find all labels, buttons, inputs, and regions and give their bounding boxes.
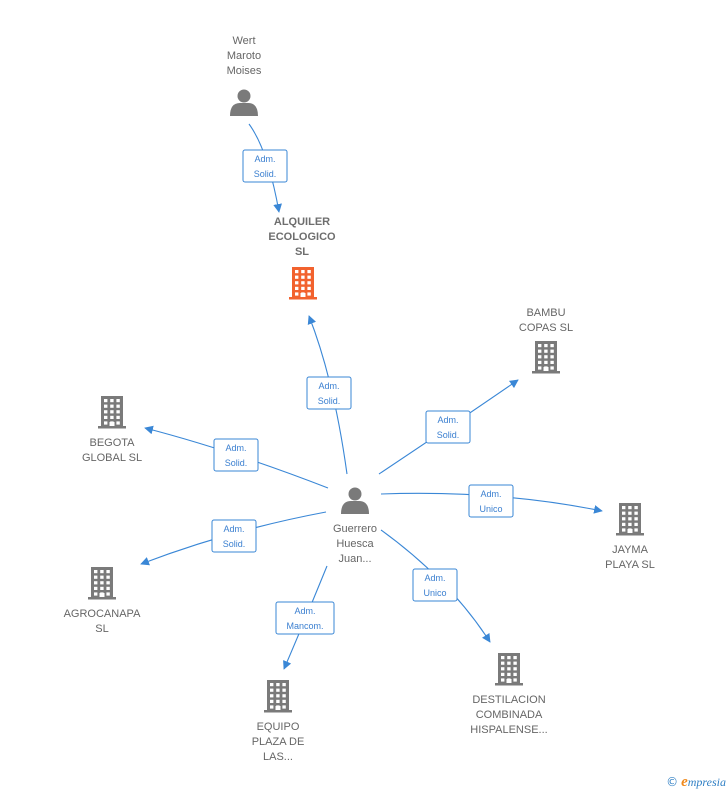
node-alquiler[interactable]: ALQUILER ECOLOGICO SL: [268, 216, 336, 300]
node-destilacion[interactable]: DESTILACION COMBINADA HISPALENSE...: [470, 653, 548, 736]
edge-label-guerrero-to-equipo[interactable]: Adm. Mancom.: [275, 601, 335, 635]
copyright-symbol: ©: [666, 775, 679, 789]
node-label-line: JAYMA: [612, 544, 649, 556]
building-icon: [616, 503, 644, 536]
node-label-line: BAMBU: [526, 307, 565, 319]
node-label-line: EQUIPO: [257, 721, 300, 733]
node-label-line: COPAS SL: [519, 322, 573, 334]
edge-label-box: [425, 410, 471, 444]
edge-label-line: Mancom.: [286, 621, 323, 631]
edge-label-wert-to-alquiler[interactable]: Adm. Solid.: [242, 149, 288, 183]
node-label-line: BEGOTA: [89, 437, 135, 449]
building-icon: [532, 341, 560, 374]
edge-label-guerrero-to-begota[interactable]: Adm. Solid.: [213, 438, 259, 472]
person-icon: [341, 487, 369, 514]
footer-brand[interactable]: ©empresia: [666, 774, 726, 791]
node-agrocanapa[interactable]: AGROCANAPA SL: [64, 567, 141, 635]
edge-label-line: Solid.: [254, 169, 277, 179]
brand-initial: e: [681, 774, 688, 790]
node-label-line: SL: [295, 246, 309, 258]
building-icon: [98, 396, 126, 429]
edge-label-guerrero-to-alquiler[interactable]: Adm. Solid.: [306, 376, 352, 410]
edge-label-guerrero-to-bambu[interactable]: Adm. Solid.: [425, 410, 471, 444]
node-label-line: PLAYA SL: [605, 559, 655, 571]
edge-label-guerrero-to-jayma[interactable]: Adm. Unico: [468, 484, 514, 518]
edge-label-line: Solid.: [318, 396, 341, 406]
edge-label-line: Adm.: [225, 443, 246, 453]
edge-label-line: Adm.: [294, 606, 315, 616]
brand-name: mpresia: [687, 775, 726, 789]
node-label-line: LAS...: [263, 751, 293, 763]
edge-label-box: [275, 601, 335, 635]
node-begota[interactable]: BEGOTA GLOBAL SL: [82, 396, 142, 464]
edge-labels-layer: Adm. Solid. Adm. Solid. Adm. Solid. Adm. Solid.…: [211, 149, 514, 635]
node-label-line: GLOBAL SL: [82, 452, 142, 464]
node-label-line: Wert: [232, 35, 255, 47]
edge-label-box: [306, 376, 352, 410]
node-label-line: DESTILACION: [472, 694, 545, 706]
edge-label-guerrero-to-destilacion[interactable]: Adm. Unico: [412, 568, 458, 602]
edge-label-line: Solid.: [437, 430, 460, 440]
building-icon: [495, 653, 523, 686]
person-icon: [230, 89, 258, 116]
edge-label-line: Solid.: [225, 458, 248, 468]
edge-label-guerrero-to-agrocanapa[interactable]: Adm. Solid.: [211, 519, 257, 553]
node-label-line: ECOLOGICO: [268, 231, 336, 243]
edge-label-line: Unico: [479, 504, 502, 514]
edge-label-line: Adm.: [318, 381, 339, 391]
node-label-line: Juan...: [338, 553, 371, 565]
node-label-line: Huesca: [336, 538, 374, 550]
edge-label-line: Adm.: [223, 524, 244, 534]
node-label-line: Maroto: [227, 50, 261, 62]
node-label-line: ALQUILER: [274, 216, 330, 228]
node-guerrero[interactable]: GuerreroHuescaJuan...: [333, 487, 377, 566]
node-label-line: COMBINADA: [476, 709, 543, 721]
edge-label-box: [211, 519, 257, 553]
edge-label-line: Adm.: [437, 415, 458, 425]
edges-layer: [140, 123, 603, 670]
building-icon: [289, 267, 317, 300]
edge-label-line: Adm.: [254, 154, 275, 164]
node-label-line: Guerrero: [333, 523, 377, 535]
node-bambu[interactable]: BAMBU COPAS SL: [519, 307, 573, 374]
node-label-line: HISPALENSE...: [470, 724, 547, 736]
edge-label-line: Adm.: [480, 489, 501, 499]
edge-label-box: [213, 438, 259, 472]
node-label-line: PLAZA DE: [252, 736, 305, 748]
edge-label-line: Adm.: [424, 573, 445, 583]
building-icon: [88, 567, 116, 600]
edge-label-line: Unico: [423, 588, 446, 598]
node-jayma[interactable]: JAYMA PLAYA SL: [605, 503, 655, 571]
edge-label-box: [412, 568, 458, 602]
edge-label-box: [468, 484, 514, 518]
node-label-line: Moises: [227, 65, 262, 77]
edge-label-box: [242, 149, 288, 183]
edge-label-line: Solid.: [223, 539, 246, 549]
node-label-line: SL: [95, 623, 108, 635]
node-label-line: AGROCANAPA: [64, 608, 141, 620]
building-icon: [264, 680, 292, 713]
node-equipo[interactable]: EQUIPO PLAZA DE LAS...: [252, 680, 305, 763]
